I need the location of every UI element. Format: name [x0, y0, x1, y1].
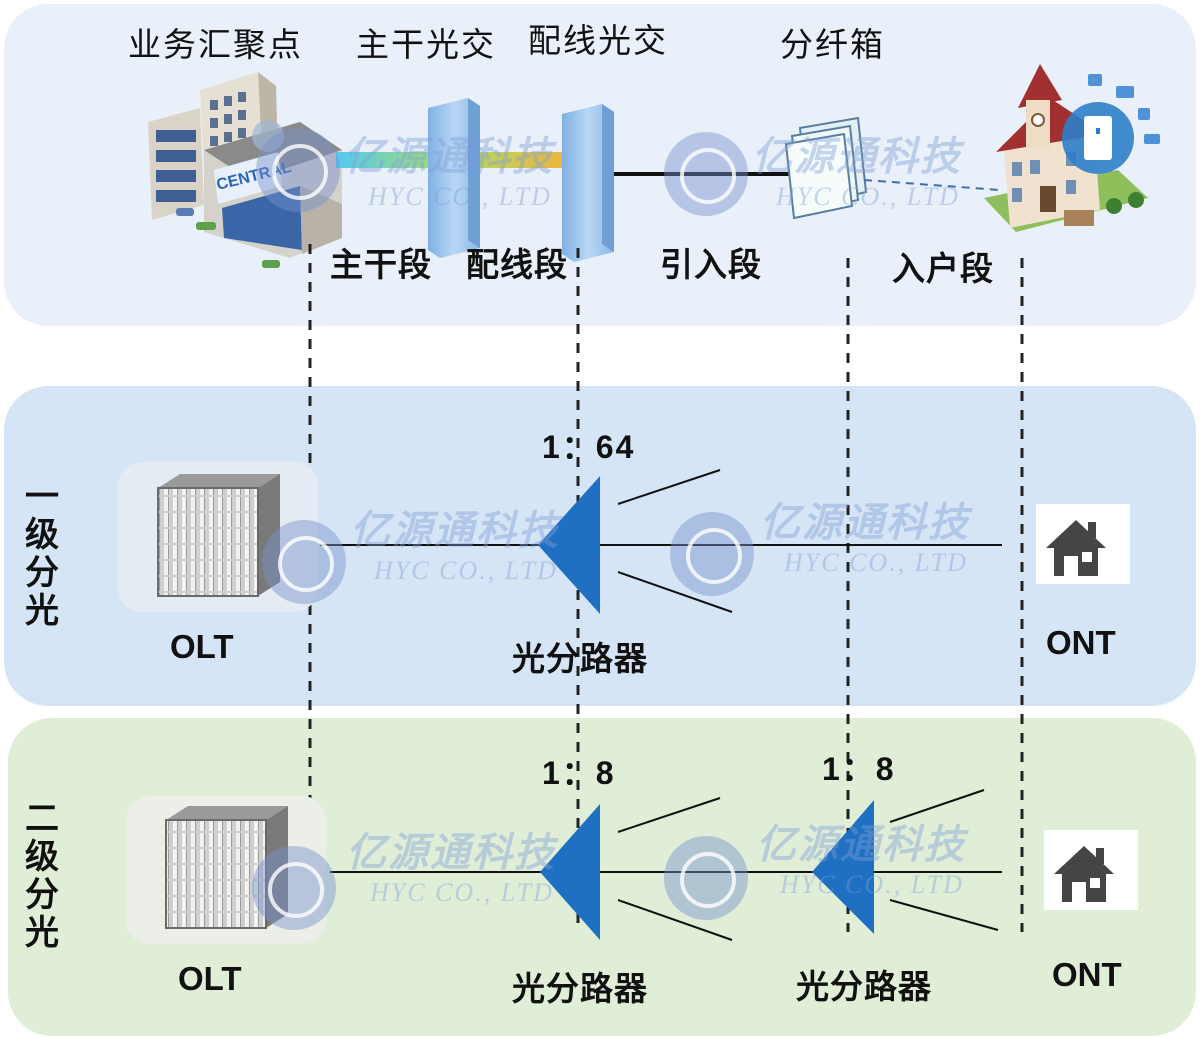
- splitter-triangle-icon: [538, 476, 600, 614]
- level2-ont-label: ONT: [1052, 956, 1122, 993]
- level2-splitter-label-1: 光分路器: [512, 969, 648, 1008]
- segment-backbone: 主干段: [330, 245, 432, 284]
- segment-distribution: 配线段: [466, 245, 568, 284]
- home-icon: [1046, 520, 1106, 576]
- backbone-cabinet-icon: [428, 98, 480, 258]
- segment-in-home: 入户段: [892, 249, 994, 288]
- level1-side-label: 一级分光: [25, 477, 59, 631]
- level2-split-ratio-2: 1：8: [822, 751, 896, 787]
- segment-drop: 引入段: [660, 245, 762, 284]
- olt-chassis-icon: [165, 806, 288, 929]
- node-aggregation-point: 业务汇聚点: [128, 25, 303, 64]
- level2-branch-lines: [617, 789, 999, 941]
- home-icon: [1054, 846, 1114, 902]
- distribution-box-icon: [784, 116, 868, 220]
- level1-split-ratio: 1：64: [542, 429, 636, 465]
- level1-splitter-label: 光分路器: [512, 639, 648, 678]
- olt-chassis-icon: [157, 474, 280, 597]
- level2-split-ratio-1: 1：8: [542, 755, 616, 791]
- splitter-triangle-icon: [812, 800, 874, 934]
- distribution-cabinet-icon: [562, 104, 614, 262]
- node-fiber-box: 分纤箱: [780, 25, 885, 64]
- level2-side-label: 二级分光: [25, 799, 59, 953]
- level2-splitter-label-2: 光分路器: [796, 967, 932, 1006]
- level1-olt-label: OLT: [170, 628, 234, 665]
- house-with-devices-icon: [984, 64, 1160, 232]
- level2-olt-label: OLT: [178, 960, 242, 997]
- node-distribution-cabinet: 配线光交: [528, 21, 668, 60]
- office-building-icon: CENTRAL: [148, 72, 342, 268]
- level1-branch-lines: [617, 469, 733, 613]
- splitter-triangle-icon: [540, 804, 600, 940]
- level1-ont-label: ONT: [1046, 624, 1116, 661]
- node-backbone-cabinet: 主干光交: [356, 25, 496, 64]
